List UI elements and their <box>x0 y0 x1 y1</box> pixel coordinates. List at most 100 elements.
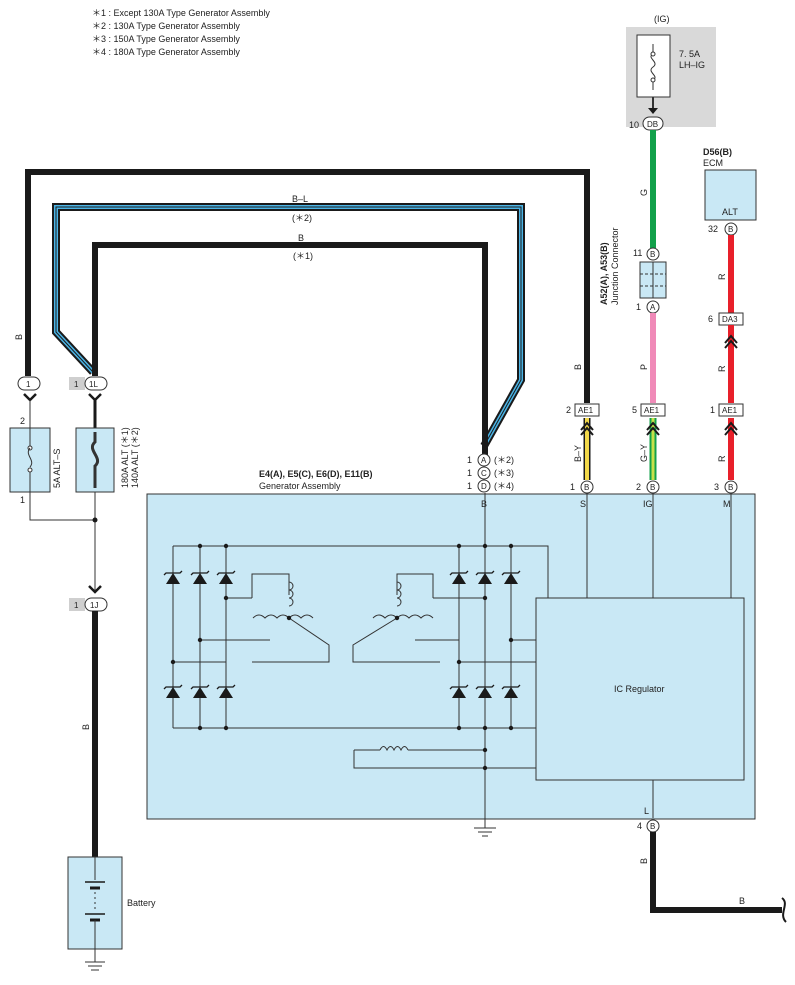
conn-1l-arrow <box>88 393 102 402</box>
stator-coil-right-a <box>396 581 402 607</box>
gen-pin-m-num: 3 <box>714 482 719 492</box>
stator-coil-left-a <box>288 581 294 607</box>
conn-d-pin: 1 <box>467 481 472 491</box>
conn-d-id: D <box>481 482 487 491</box>
ae1-a-id: AE1 <box>578 406 594 415</box>
junction-id-bot: A <box>650 303 656 312</box>
conn-a-note: (＊2) <box>494 455 514 465</box>
chevron-gy <box>646 421 660 436</box>
fuse-small-icon <box>27 447 33 468</box>
conn-a <box>477 453 491 467</box>
conn-1j-pin: 1 <box>74 601 79 610</box>
wire-gy-label: G–Y <box>639 444 649 462</box>
gen-term-ig: IG <box>643 499 653 509</box>
diode-bars <box>163 570 521 690</box>
ecm-pin: 32 <box>708 224 718 234</box>
wire-break-icon <box>781 897 787 923</box>
generator-code: E4(A), E5(C), E6(D), E11(B) <box>259 469 373 479</box>
conn-1l-id: 1L <box>89 380 98 389</box>
conn-1j-arrow <box>88 585 102 594</box>
fuse-big-line1: 180A ALT (＊1) <box>120 427 130 488</box>
conn-c-pin: 1 <box>467 468 472 478</box>
wire-battery-label: B <box>81 724 91 730</box>
ecm-terminal: ALT <box>722 207 738 217</box>
diode-array <box>166 573 518 698</box>
wire-l-tail <box>650 832 782 913</box>
junction-name: Junction Connector <box>610 227 620 305</box>
wire-b-star1-note: (＊1) <box>293 251 313 261</box>
ground-icon-battery <box>85 961 105 971</box>
wire-red-label-3: R <box>717 455 727 462</box>
conn-1l-pin: 1 <box>74 380 79 389</box>
stator-coil-left-c <box>288 614 314 619</box>
gen-term-m: M <box>723 499 731 509</box>
field-coil <box>379 746 409 752</box>
conn-1j-gray <box>69 598 85 611</box>
ecm-code: D56(B) <box>703 147 732 157</box>
ae1-c-id: AE1 <box>722 406 738 415</box>
ig-fuse-dot-bot <box>650 77 656 83</box>
wire-l-label: B <box>639 858 649 864</box>
wire-by-label: B–Y <box>573 445 583 462</box>
junction-pin-bot: 1 <box>636 302 641 312</box>
stator-coil-left-b <box>252 614 290 619</box>
note-2: ＊2 : 130A Type Generator Assembly <box>92 21 240 31</box>
conn-c <box>477 466 491 480</box>
ae1-b-pin: 5 <box>632 405 637 415</box>
junction-pin-top: 11 <box>633 248 642 258</box>
gen-term-b: B <box>481 499 487 509</box>
junction-conn-top <box>646 247 660 261</box>
conn-c-note: (＊3) <box>494 468 514 478</box>
gen-l-pin: 4 <box>637 821 642 831</box>
chevron-by <box>580 421 594 436</box>
ic-regulator-box <box>535 597 745 781</box>
wire-red-label-1: R <box>717 273 727 280</box>
ae1-b-id: AE1 <box>644 406 660 415</box>
conn-a-pin: 1 <box>467 455 472 465</box>
ae1-a <box>574 403 600 417</box>
wire-bl-note: (＊2) <box>292 213 312 223</box>
note-4: ＊4 : 180A Type Generator Assembly <box>92 47 240 57</box>
generator-name: Generator Assembly <box>259 481 341 491</box>
ig-fuse-name: LH–IG <box>679 60 705 70</box>
ecm-name: ECM <box>703 158 723 168</box>
ig-pin: 10 <box>629 120 639 130</box>
ecm-conn-id: B <box>728 225 733 234</box>
wire-bl-core <box>55 206 522 447</box>
gen-pin-m-id: B <box>728 483 733 492</box>
wire-black-right-label: B <box>573 364 583 370</box>
junction-id-top: B <box>650 250 655 259</box>
gen-pin-s-num: 1 <box>570 482 575 492</box>
wire-red-label-2: R <box>717 365 727 372</box>
ig-fuse-icon <box>650 44 656 90</box>
stator-left-node <box>286 615 292 621</box>
ground-icon-generator <box>474 827 496 837</box>
stator-coil-right-b <box>372 614 398 619</box>
ig-fuse-amp: 7. 5A <box>679 49 700 59</box>
ig-fuse-dot-top <box>650 51 656 57</box>
note-1: ＊1 : Except 130A Type Generator Assembly <box>92 8 270 18</box>
junction-dot-left <box>92 517 98 523</box>
wire-bl-label: B–L <box>292 194 308 204</box>
node-dots <box>170 543 514 771</box>
conn-1-arrow <box>23 393 37 402</box>
red-chevron-1 <box>724 334 738 349</box>
fuse-small-dot-bot <box>27 467 33 473</box>
ae1-c-pin: 1 <box>710 405 715 415</box>
gen-l-id: B <box>650 822 655 831</box>
ae1-a-pin: 2 <box>566 405 571 415</box>
conn-d <box>477 479 491 493</box>
fuse-big-icon <box>90 432 100 488</box>
fuse-small-pin-top: 2 <box>20 416 25 426</box>
fuse-small-return <box>29 492 95 521</box>
da3-id: DA3 <box>722 315 738 324</box>
junction-code: A52(A), A53(B) <box>599 242 609 305</box>
note-3: ＊3 : 150A Type Generator Assembly <box>92 34 240 44</box>
ic-regulator-label: IC Regulator <box>614 684 665 694</box>
ig-connector-id: DB <box>647 120 658 129</box>
ae1-c <box>718 403 744 417</box>
fuse-small-pin-bot: 1 <box>20 495 25 505</box>
ig-arrow <box>648 108 658 114</box>
da3-pin: 6 <box>708 314 713 324</box>
